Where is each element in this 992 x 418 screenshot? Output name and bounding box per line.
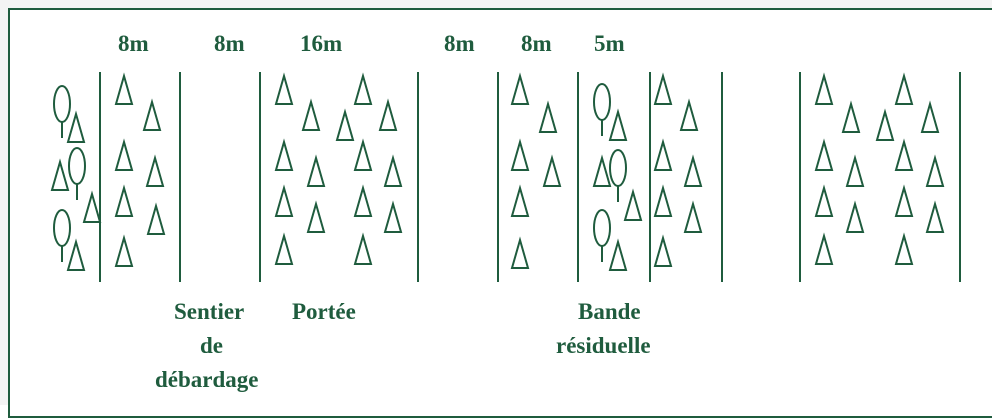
conifer-tree-icon [510,138,530,171]
conifer-tree-icon [894,138,914,171]
conifer-tree-icon [66,238,86,271]
conifer-tree-icon [274,138,294,171]
conifer-tree-icon [894,72,914,105]
conifer-tree-icon [683,200,703,233]
conifer-tree-icon [353,138,373,171]
width-label-1: 8m [118,31,149,56]
conifer-tree-icon [814,72,834,105]
conifer-tree-icon [894,232,914,265]
deciduous-tree-icon [609,149,627,202]
conifer-tree-icon [114,138,134,171]
conifer-tree-icon [142,98,162,131]
conifer-tree-icon [925,200,945,233]
conifer-tree-icon [114,72,134,105]
conifer-tree-icon [653,184,673,217]
conifer-tree-icon [841,100,861,133]
deciduous-tree-icon [53,209,71,262]
conifer-tree-icon [50,158,70,191]
conifer-tree-icon [335,108,355,141]
conifer-tree-icon [542,154,562,187]
conifer-tree-icon [353,232,373,265]
conifer-tree-icon [653,138,673,171]
conifer-tree-icon [306,154,326,187]
conifer-tree-icon [301,98,321,131]
conifer-tree-icon [623,188,643,221]
conifer-tree-icon [353,184,373,217]
conifer-tree-icon [114,184,134,217]
conifer-tree-icon [920,100,940,133]
conifer-tree-icon [353,72,373,105]
width-label-3: 16m [300,31,343,56]
caption-trail-line1: Sentier [174,299,245,324]
conifer-tree-icon [875,108,895,141]
conifer-tree-icon [274,232,294,265]
conifer-tree-icon [378,98,398,131]
conifer-tree-icon [510,72,530,105]
width-label-5: 8m [521,31,552,56]
width-label-2: 8m [214,31,245,56]
conifer-tree-icon [66,110,86,143]
caption-residual-line1: Bande [578,299,641,324]
conifer-tree-icon [114,234,134,267]
conifer-tree-icon [608,238,628,271]
conifer-tree-icon [538,100,558,133]
caption-trail-line3: débardage [155,367,259,392]
conifer-tree-icon [845,200,865,233]
conifer-tree-icon [683,154,703,187]
strip-cut-diagram [50,72,961,282]
conifer-tree-icon [925,154,945,187]
caption-trail-line2: de [200,333,223,358]
conifer-tree-icon [814,138,834,171]
deciduous-tree-icon [593,83,611,136]
conifer-tree-icon [592,154,612,187]
conifer-tree-icon [845,154,865,187]
caption-residual-line2: résiduelle [556,333,651,358]
conifer-tree-icon [383,200,403,233]
conifer-tree-icon [653,234,673,267]
conifer-tree-icon [274,72,294,105]
conifer-tree-icon [383,154,403,187]
conifer-tree-icon [814,184,834,217]
deciduous-tree-icon [68,147,86,200]
conifer-tree-icon [145,154,165,187]
conifer-tree-icon [306,200,326,233]
conifer-tree-icon [679,98,699,131]
figure-frame [8,8,992,418]
deciduous-tree-icon [593,209,611,262]
conifer-tree-icon [608,108,628,141]
caption-span: Portée [292,299,356,324]
conifer-tree-icon [510,236,530,269]
deciduous-tree-icon [53,85,71,138]
conifer-tree-icon [146,202,166,235]
conifer-tree-icon [653,72,673,105]
conifer-tree-icon [814,232,834,265]
conifer-tree-icon [510,184,530,217]
width-label-4: 8m [444,31,475,56]
conifer-tree-icon [274,184,294,217]
width-label-6: 5m [594,31,625,56]
conifer-tree-icon [894,184,914,217]
conifer-tree-icon [82,190,102,223]
